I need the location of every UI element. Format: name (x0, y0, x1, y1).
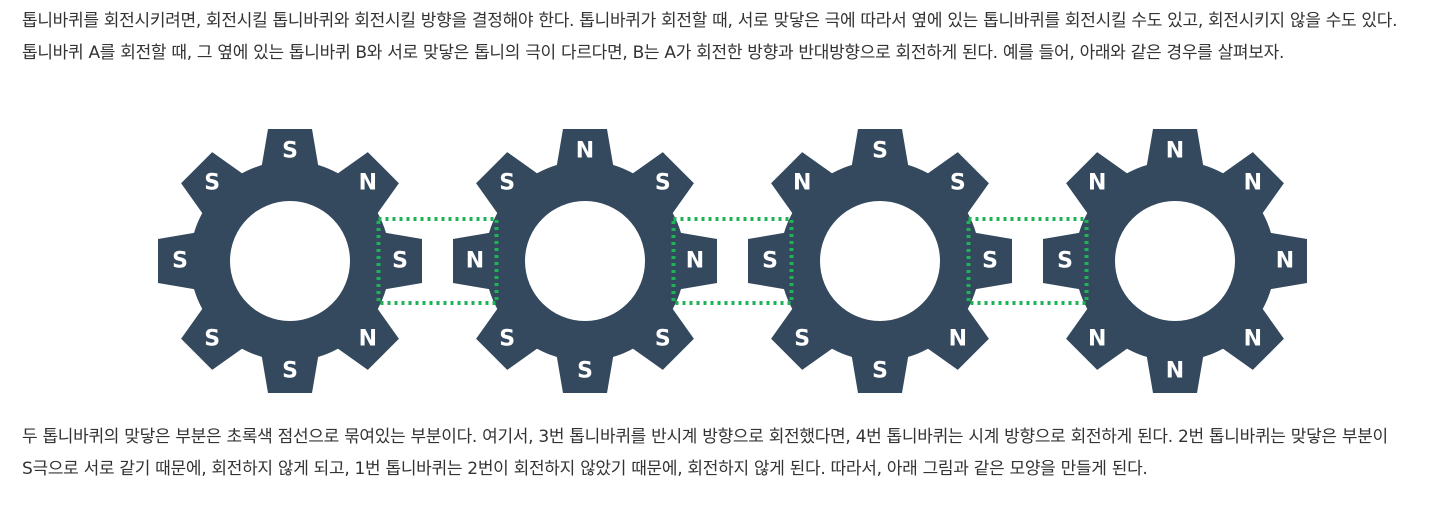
contact-outline-3-4 (966, 217, 1089, 305)
gear-tooth (328, 152, 399, 223)
gear-tooth (850, 129, 910, 176)
pole-label: N (1088, 326, 1106, 351)
gear-4: N N N N N N S N (1043, 129, 1307, 393)
pole-label: N (1166, 359, 1184, 384)
pole-label: S (577, 359, 593, 384)
gear-tooth (260, 129, 320, 176)
contact-outline-1-2 (376, 217, 499, 305)
pole-label: N (1244, 326, 1262, 351)
pole-label: S (982, 249, 998, 274)
gear-tooth (623, 299, 694, 370)
pole-label: S (499, 171, 515, 196)
gear-tooth (918, 152, 989, 223)
pole-label: S (282, 139, 298, 164)
gear-1: S N S N S S S S (158, 129, 422, 393)
gear-2: N S N S S S N S (453, 129, 717, 393)
gear-hole (525, 201, 645, 321)
gear-tooth (1145, 129, 1205, 176)
gear-tooth (375, 231, 422, 291)
pole-label: S (872, 139, 888, 164)
gear-tooth (555, 129, 615, 176)
gear-tooth (1043, 231, 1090, 291)
gear-tooth (1213, 299, 1284, 370)
gear-tooth (1066, 152, 1137, 223)
pole-label: S (762, 249, 778, 274)
pole-label: S (204, 326, 220, 351)
gear-tooth (1213, 152, 1284, 223)
pole-label: S (950, 171, 966, 196)
pole-label: N (466, 249, 484, 274)
pole-label: N (359, 326, 377, 351)
gear-tooth (328, 299, 399, 370)
gear-tooth (850, 346, 910, 393)
gear-tooth (965, 231, 1012, 291)
gear-tooth (1260, 231, 1307, 291)
gear-tooth (1145, 346, 1205, 393)
gear-tooth (476, 299, 547, 370)
intro-paragraph: 톱니바퀴를 회전시키려면, 회전시킬 톱니바퀴와 회전시킬 방향을 결정해야 한… (22, 11, 1398, 63)
gear-tooth (771, 152, 842, 223)
gear-tooth (771, 299, 842, 370)
pole-label: S (1057, 249, 1073, 274)
pole-label: N (793, 171, 811, 196)
pole-label: N (1276, 249, 1294, 274)
pole-label: S (282, 359, 298, 384)
gear-3: S S S N S S S N (748, 129, 1012, 393)
gear-tooth (453, 231, 500, 291)
gears-figure: S N S N S S S S N S N S S S N S S S S N S S S N N N N N N N S N (158, 129, 1307, 393)
gear-tooth (181, 299, 252, 370)
pole-label: N (1244, 171, 1262, 196)
pole-label: N (949, 326, 967, 351)
gear-tooth (623, 152, 694, 223)
pole-label: N (359, 171, 377, 196)
explanation-paragraph: 두 톱니바퀴의 맞닿은 부분은 초록색 점선으로 묶여있는 부분이다. 여기서,… (22, 427, 1388, 479)
pole-label: S (172, 249, 188, 274)
pole-label: S (204, 171, 220, 196)
pole-label: N (576, 139, 594, 164)
pole-label: S (392, 249, 408, 274)
gear-hole (820, 201, 940, 321)
pole-label: S (655, 171, 671, 196)
pole-label: S (872, 359, 888, 384)
gear-tooth (181, 152, 252, 223)
gear-tooth (260, 346, 320, 393)
gear-hole (1115, 201, 1235, 321)
gear-tooth (748, 231, 795, 291)
gear-tooth (670, 231, 717, 291)
contact-outline-2-3 (671, 217, 794, 305)
gear-tooth (918, 299, 989, 370)
gear-tooth (158, 231, 205, 291)
gear-tooth (555, 346, 615, 393)
pole-label: S (794, 326, 810, 351)
pole-label: N (686, 249, 704, 274)
gear-tooth (476, 152, 547, 223)
pole-label: N (1166, 139, 1184, 164)
pole-label: S (499, 326, 515, 351)
gear-hole (230, 201, 350, 321)
pole-label: S (655, 326, 671, 351)
pole-label: N (1088, 171, 1106, 196)
gear-tooth (1066, 299, 1137, 370)
